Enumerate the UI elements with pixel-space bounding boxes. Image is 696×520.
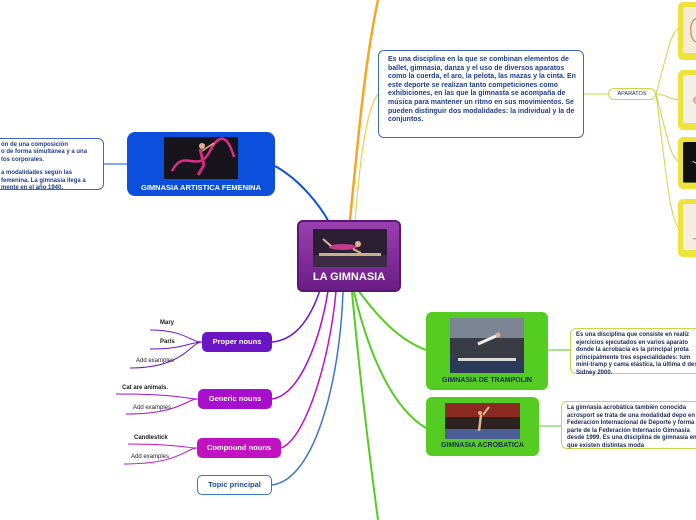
aparatos-image-ribbon[interactable] bbox=[678, 137, 696, 189]
clubs-apparatus-photo bbox=[683, 204, 696, 251]
aparatos-image-clubs[interactable] bbox=[678, 199, 696, 257]
generic-leaf-cat[interactable]: Cat are animals. bbox=[122, 385, 169, 391]
femenina-desc-line: mente en el año 1940. bbox=[1, 185, 64, 192]
ribbon-apparatus-photo bbox=[683, 142, 696, 183]
acrobatica-description[interactable]: La gimnasia acrobática también conocida … bbox=[561, 401, 696, 449]
main-description[interactable]: Es una disciplina en la que se combinan … bbox=[378, 50, 584, 138]
femenina-title: GIMNASIA ARTISTICA FEMENINA bbox=[141, 183, 261, 192]
aparatos-image-hoop[interactable] bbox=[678, 2, 696, 60]
branch-gimnasia-artistica-femenina[interactable]: GIMNASIA ARTISTICA FEMENINA bbox=[127, 132, 275, 196]
acrobatica-description-text: La gimnasia acrobática también conocida … bbox=[567, 405, 696, 449]
compound-nouns-node[interactable]: Compound nouns bbox=[197, 438, 281, 458]
proper-leaf-mary[interactable]: Mary bbox=[160, 320, 175, 326]
branch-gimnasia-acrobatica[interactable]: GIMNASIA ACROBATICA bbox=[426, 397, 539, 456]
generic-add-examples[interactable]: Add examples bbox=[133, 405, 172, 411]
femenina-desc-line: ón de una composición bbox=[1, 142, 69, 148]
femenina-desc-line: femenina. La gimnasia llega a bbox=[1, 177, 86, 184]
central-topic[interactable]: LA GIMNASIA bbox=[297, 220, 401, 292]
aparatos-image-ball[interactable] bbox=[678, 70, 696, 130]
hoop-apparatus-photo bbox=[683, 7, 696, 54]
rhythmic-gymnast-ribbon-photo bbox=[164, 137, 238, 179]
trampolin-description[interactable]: Es una disciplina que consiste en realiz… bbox=[570, 328, 696, 376]
acrobatic-gymnasts-photo bbox=[445, 403, 520, 439]
femenina-desc-line: a modalidades según las bbox=[1, 170, 73, 177]
femenina-desc-line: tos corporales. bbox=[1, 156, 45, 163]
proper-nouns-node[interactable]: Proper nouns bbox=[202, 332, 272, 352]
branch-gimnasia-de-trampolin[interactable]: GIMNASIA DE TRAMPOLIN bbox=[426, 312, 548, 390]
main-description-text: Es una disciplina en la que se combinan … bbox=[388, 56, 576, 124]
generic-nouns-node[interactable]: Generic nouns bbox=[198, 389, 272, 409]
trampoline-gymnast-photo bbox=[450, 318, 524, 373]
proper-add-examples[interactable]: Add examples bbox=[136, 358, 175, 364]
aparatos-label[interactable]: APARATOS bbox=[608, 88, 656, 100]
trampolin-description-text: Es una disciplina que consiste en realiz… bbox=[576, 332, 696, 376]
gymnast-balance-beam-photo bbox=[313, 229, 387, 267]
ball-apparatus-photo bbox=[683, 75, 696, 124]
trampolin-title: GIMNASIA DE TRAMPOLIN bbox=[442, 377, 532, 384]
femenina-description[interactable]: ón de una composición o de forma simultá… bbox=[0, 138, 104, 192]
compound-add-examples[interactable]: Add examples bbox=[131, 454, 170, 460]
central-title: LA GIMNASIA bbox=[312, 271, 386, 283]
acrobatica-title: GIMNASIA ACROBATICA bbox=[441, 442, 524, 449]
compound-leaf-candlestick[interactable]: Candlestick bbox=[134, 435, 168, 441]
femenina-desc-line: o de forma simultánea y a una bbox=[1, 149, 88, 156]
topic-principal-node[interactable]: Topic principal bbox=[197, 475, 272, 495]
proper-leaf-paris[interactable]: Paris bbox=[160, 339, 175, 345]
